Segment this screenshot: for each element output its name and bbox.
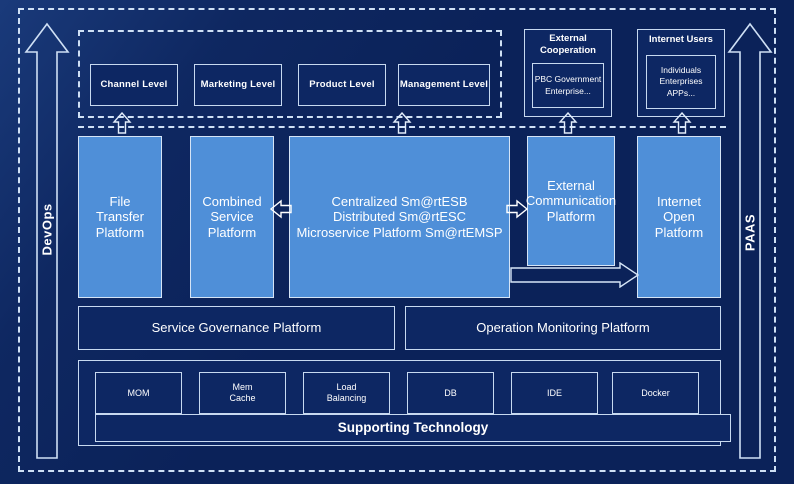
tech-box-mom[interactable]: MOM bbox=[95, 372, 182, 414]
layer-separator bbox=[78, 126, 726, 128]
internet-users-inner: Individuals Enterprises APPs... bbox=[646, 55, 716, 109]
tech-label: MOM bbox=[127, 387, 150, 398]
platform-label: Internet Open Platform bbox=[654, 194, 704, 240]
connector-arrow-long-right bbox=[510, 262, 640, 288]
internet-users-title: Internet Users bbox=[649, 34, 713, 45]
governance-operation-monitoring[interactable]: Operation Monitoring Platform bbox=[405, 306, 721, 350]
tech-label: Mem Cache bbox=[229, 382, 256, 403]
connector-arrow-up-external bbox=[558, 112, 578, 134]
external-cooperation-inner: PBC Government Enterprise... bbox=[532, 63, 604, 108]
level-box-marketing[interactable]: Marketing Level bbox=[194, 64, 282, 106]
tech-label: IDE bbox=[546, 387, 562, 398]
external-cooperation-title: External Cooperation bbox=[540, 33, 596, 56]
tech-box-ide[interactable]: IDE bbox=[511, 372, 598, 414]
level-label: Product Level bbox=[309, 79, 375, 91]
level-box-management[interactable]: Management Level bbox=[398, 64, 490, 106]
devops-label: DevOps bbox=[39, 203, 55, 256]
connector-arrow-up-internet bbox=[672, 112, 692, 134]
devops-arrow bbox=[24, 22, 70, 460]
tech-label: Load Balancing bbox=[326, 382, 367, 403]
paas-label: PAAS bbox=[742, 213, 758, 252]
platform-label: External Communication Platform bbox=[525, 178, 617, 224]
consumer-layer-group bbox=[78, 30, 502, 118]
platform-label: File Transfer Platform bbox=[95, 194, 145, 240]
platform-file-transfer[interactable]: File Transfer Platform bbox=[78, 136, 162, 298]
connector-arrow-right bbox=[506, 198, 528, 220]
level-box-product[interactable]: Product Level bbox=[298, 64, 386, 106]
connector-arrow-up-channel bbox=[112, 112, 132, 134]
level-box-channel[interactable]: Channel Level bbox=[90, 64, 178, 106]
governance-label: Operation Monitoring Platform bbox=[476, 320, 650, 336]
supporting-technology-bar[interactable]: Supporting Technology bbox=[95, 414, 731, 442]
tech-box-load-balancing[interactable]: Load Balancing bbox=[303, 372, 390, 414]
paas-arrow bbox=[727, 22, 773, 460]
platform-label: Combined Service Platform bbox=[202, 194, 262, 240]
platform-centralized-esb[interactable]: Centralized Sm@rtESB Distributed Sm@rtES… bbox=[289, 136, 510, 298]
outer-boundary bbox=[18, 8, 776, 472]
tech-box-docker[interactable]: Docker bbox=[612, 372, 699, 414]
tech-box-mem-cache[interactable]: Mem Cache bbox=[199, 372, 286, 414]
platform-combined-service[interactable]: Combined Service Platform bbox=[190, 136, 274, 298]
tech-label: DB bbox=[444, 387, 457, 398]
connector-arrow-up-product bbox=[392, 112, 412, 134]
tech-label: Docker bbox=[641, 387, 670, 398]
platform-external-communication[interactable]: External Communication Platform bbox=[525, 136, 617, 266]
platform-label: Centralized Sm@rtESB Distributed Sm@rtES… bbox=[296, 194, 503, 240]
tech-box-db[interactable]: DB bbox=[407, 372, 494, 414]
level-label: Management Level bbox=[399, 79, 489, 91]
level-label: Channel Level bbox=[100, 79, 168, 91]
governance-service-platform[interactable]: Service Governance Platform bbox=[78, 306, 395, 350]
level-label: Marketing Level bbox=[200, 79, 276, 91]
governance-label: Service Governance Platform bbox=[151, 320, 322, 336]
supporting-technology-label: Supporting Technology bbox=[337, 420, 489, 436]
platform-internet-open[interactable]: Internet Open Platform bbox=[637, 136, 721, 298]
connector-arrow-left bbox=[270, 198, 292, 220]
